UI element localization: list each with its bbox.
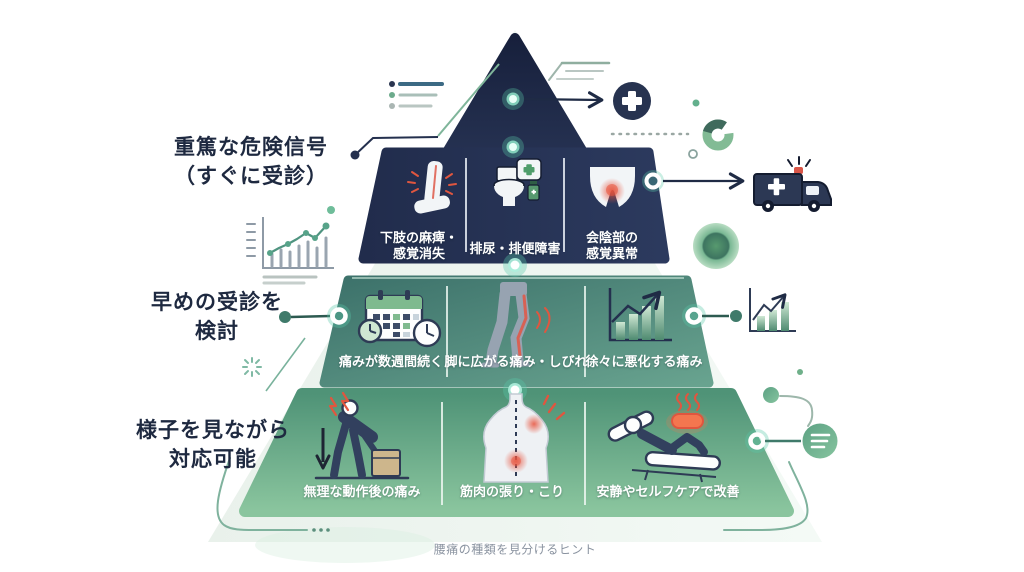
ambulance-icon [753,156,832,212]
donut-chart-icon [701,118,735,152]
tier2-right-connector [682,304,742,328]
bullet-list-icon [389,81,444,109]
caption: 腰痛の種類を見分けるヒント [433,542,597,557]
perineal-pain-icon [590,167,635,207]
back-muscle-icon [483,393,566,483]
label1-connector [350,63,500,160]
lifting-strain-icon [314,391,410,480]
ellipsis-dots [312,528,330,532]
small-bar-chart-icon [749,288,796,332]
diagonal-slash [265,337,306,392]
speed-lines [548,61,611,81]
sparkle-icon [242,357,262,377]
calendar-clock-icon [357,290,442,348]
tier1-item-2-label: 排尿・排便障害 [469,240,561,256]
tier1-item-1-label: 下肢の麻痺・ 感覚消失 [379,229,459,261]
leg-radiating-pain-icon [481,282,551,368]
medical-cross-icon [613,82,651,120]
tiny-dot [797,369,803,375]
tier-1-side-label: 重篤な危険信号 （すぐに受診） [174,136,328,188]
tier2-item-3-label: 徐々に悪化する痛み [585,353,703,369]
tier3-item-2-label: 筋肉の張り・こり [459,483,565,499]
arrow-to-cross [523,91,604,109]
bottom-outline-decor [216,457,809,531]
curved-connector [779,395,814,427]
small-ring [688,149,698,159]
tier-3-side-label: 様子を見ながら 対応可能 [136,419,290,471]
decorative-circle [693,223,739,269]
rising-bar-chart-icon [608,288,672,342]
leg-pain-icon [407,160,457,214]
tier1-item-3-label: 会陰部の 感覚異常 [585,229,639,261]
tier2-item-1-label: 痛みが数週間続く [338,353,444,369]
tier2-item-2-label: 脚に広がる痛み・しびれ [444,353,588,369]
tier3-item-3-label: 安静やセルフケアで改善 [596,483,740,499]
small-green-dot [692,99,700,107]
menu-circle-icon [802,423,838,459]
rest-selfcare-icon [607,393,722,483]
tier3-item-1-label: 無理な動作後の痛み [303,483,421,499]
tier3-right-connector [745,429,801,453]
tier-2-side-label: 早めの受診を 検討 [151,291,283,343]
line-chart-icon [246,206,335,285]
small-dot [763,387,779,403]
tier2-left-connector [279,304,351,328]
toilet-firstaid-icon [493,158,542,206]
tier1-right-connector [642,170,745,192]
